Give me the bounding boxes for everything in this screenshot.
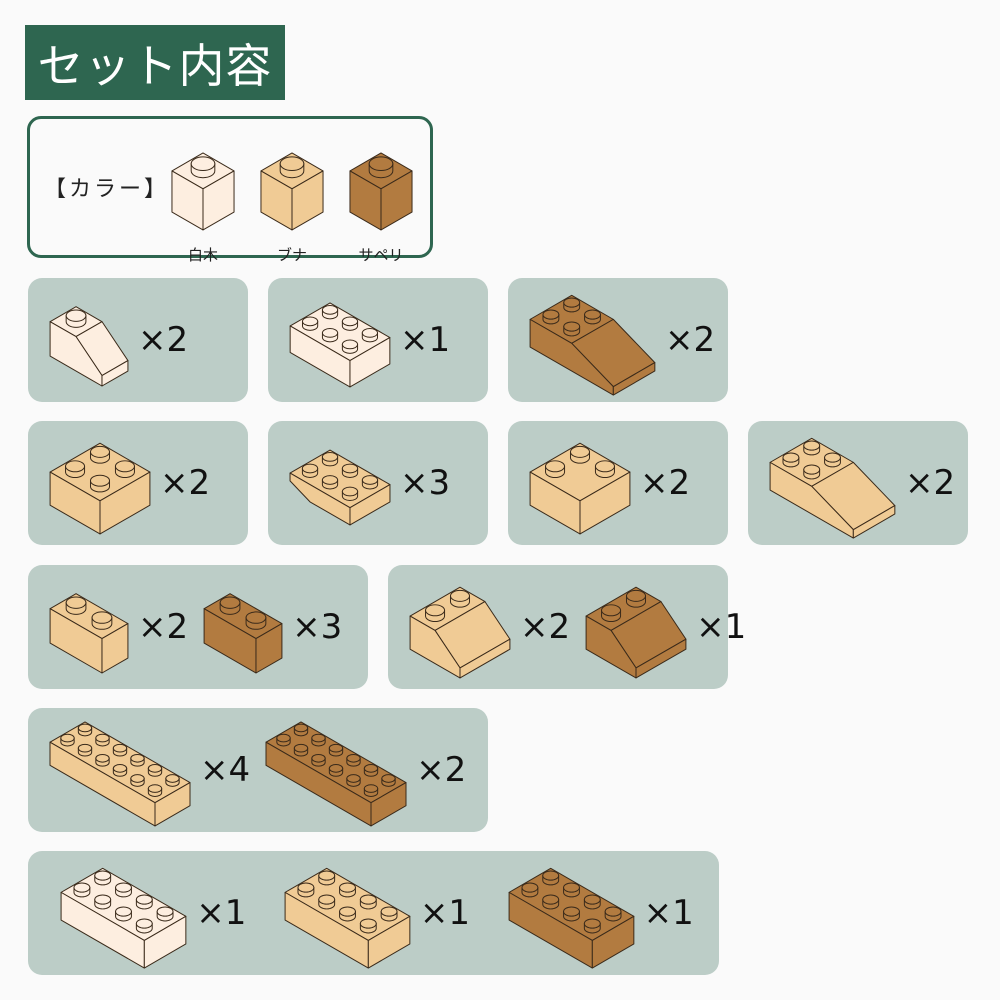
part-card: ×3 bbox=[268, 421, 488, 545]
part-card: ×1 ×1 ×1 bbox=[28, 851, 719, 975]
part-item: ×2 bbox=[408, 574, 570, 680]
color-name: ブナ bbox=[276, 246, 307, 264]
part-card: ×2 bbox=[508, 278, 728, 402]
part-item: ×2 bbox=[768, 427, 955, 540]
brick-1x1-icon bbox=[349, 152, 413, 231]
box-brick-icon bbox=[289, 301, 391, 387]
part-count: ×2 bbox=[160, 463, 211, 503]
color-swatch-shiraki: 白木 bbox=[163, 137, 243, 265]
box-brick-icon bbox=[60, 867, 187, 969]
box-brick-icon bbox=[284, 867, 411, 969]
part-count: ×2 bbox=[665, 320, 716, 360]
part-item: ×2 bbox=[264, 712, 466, 828]
part-card: ×2 bbox=[748, 421, 968, 545]
part-card: ×2 ×1 bbox=[388, 565, 746, 689]
slope-brick-icon bbox=[409, 586, 511, 679]
box-brick-icon bbox=[265, 721, 407, 827]
slope-brick-icon bbox=[529, 294, 656, 396]
part-item: ×2 bbox=[528, 430, 690, 536]
part-item: ×3 bbox=[202, 580, 342, 675]
part-count: ×2 bbox=[520, 607, 571, 647]
part-item: ×2 bbox=[528, 284, 715, 397]
box-brick-icon bbox=[49, 442, 151, 535]
part-count: ×3 bbox=[400, 463, 451, 503]
part-item: ×2 bbox=[48, 293, 188, 388]
part-count: ×1 bbox=[696, 607, 747, 647]
part-count: ×1 bbox=[419, 893, 471, 933]
part-item: ×1 bbox=[584, 574, 746, 680]
part-item: ×2 bbox=[48, 580, 188, 675]
slope-brick-icon bbox=[769, 437, 896, 539]
part-card: ×4 ×2 bbox=[28, 708, 488, 832]
brick-1x1-icon bbox=[260, 152, 324, 231]
part-count: ×2 bbox=[416, 750, 467, 790]
part-count: ×2 bbox=[138, 320, 189, 360]
slope-brick-icon bbox=[585, 586, 687, 679]
part-item: ×1 bbox=[507, 857, 694, 970]
color-name: 白木 bbox=[187, 246, 218, 264]
part-count: ×2 bbox=[138, 607, 189, 647]
part-card: ×1 bbox=[268, 278, 488, 402]
box-brick-icon bbox=[49, 721, 191, 827]
part-item: ×1 bbox=[283, 857, 470, 970]
page-title: セット内容 bbox=[25, 25, 285, 100]
color-swatch-sapeli: サペリ bbox=[341, 137, 421, 265]
part-card: ×2 bbox=[28, 278, 248, 402]
box-brick-icon bbox=[203, 592, 283, 674]
brick-1x1-icon bbox=[171, 152, 235, 231]
part-card: ×2 ×3 bbox=[28, 565, 368, 689]
part-card: ×2 bbox=[508, 421, 728, 545]
part-count: ×2 bbox=[905, 463, 956, 503]
inverted-slope-brick-icon bbox=[289, 449, 391, 526]
part-count: ×4 bbox=[200, 750, 251, 790]
part-item: ×1 bbox=[59, 857, 246, 970]
box-brick-icon bbox=[49, 592, 129, 674]
part-card: ×2 bbox=[28, 421, 248, 545]
part-count: ×2 bbox=[640, 463, 691, 503]
part-item: ×2 bbox=[48, 430, 210, 536]
corner-brick-icon bbox=[529, 442, 631, 535]
part-item: ×4 bbox=[48, 712, 250, 828]
part-count: ×3 bbox=[292, 607, 343, 647]
color-legend-label: 【カラー】 bbox=[44, 177, 170, 202]
part-count: ×1 bbox=[196, 893, 247, 933]
part-count: ×1 bbox=[643, 893, 694, 933]
color-name: サペリ bbox=[358, 246, 404, 264]
part-item: ×3 bbox=[288, 439, 450, 527]
box-brick-icon bbox=[508, 867, 634, 969]
part-count: ×1 bbox=[400, 320, 451, 360]
part-item: ×1 bbox=[288, 292, 450, 389]
slope-brick-icon bbox=[49, 305, 129, 387]
color-legend: 【カラー】 白木 ブナ サペリ bbox=[27, 116, 433, 264]
color-swatch-buna: ブナ bbox=[252, 137, 332, 265]
